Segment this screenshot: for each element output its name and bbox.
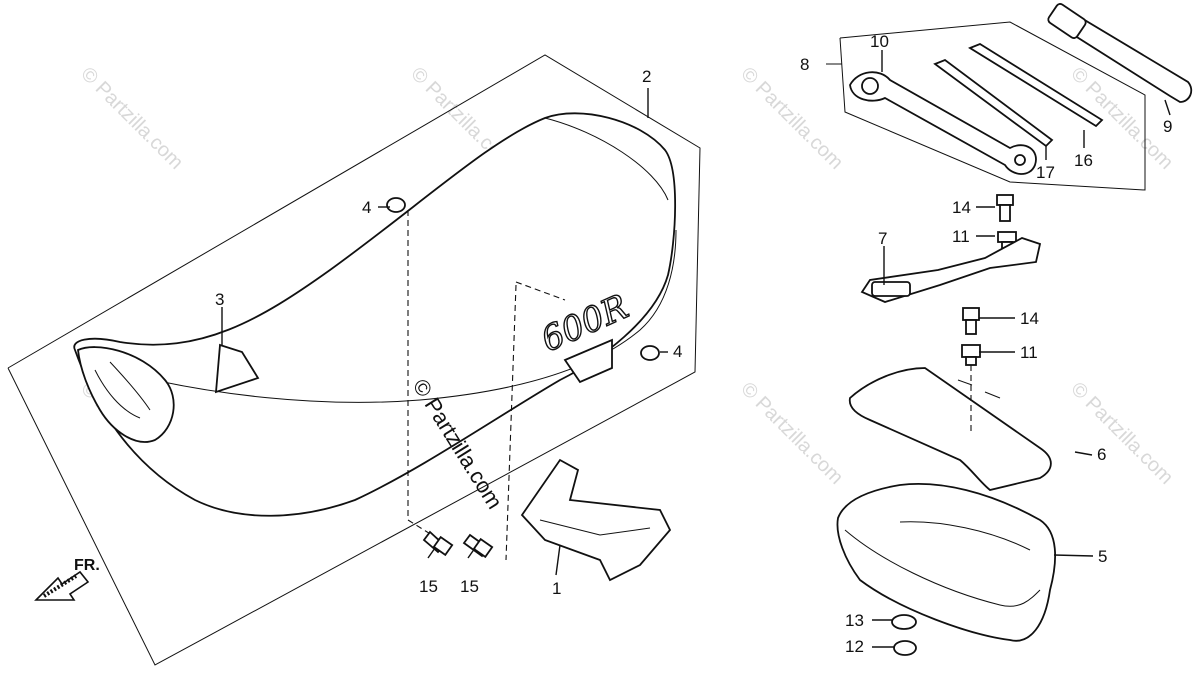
- callout-14: 14: [952, 198, 971, 217]
- watermark-text: © Partzilla.com: [736, 63, 847, 174]
- callout-14: 14: [1020, 309, 1039, 328]
- callout-4: 4: [673, 342, 682, 361]
- callout-13: 13: [845, 611, 864, 630]
- callout-15: 15: [460, 577, 479, 596]
- callout-2: 2: [642, 67, 651, 86]
- watermark-text: © Partzilla.com: [1066, 378, 1177, 489]
- seat-bracket-part-1: [520, 458, 672, 582]
- bolt-part-14-upper: [996, 194, 1014, 222]
- callout-12: 12: [845, 637, 864, 656]
- socket-wrench-part-9: [1047, 3, 1193, 103]
- callout-11: 11: [1020, 343, 1038, 362]
- callout-11: 11: [952, 227, 970, 246]
- tool-bag-part-5: [836, 482, 1056, 642]
- watermark-text: © Partzilla.com: [736, 378, 847, 489]
- callout-16: 16: [1074, 151, 1093, 170]
- callout-numbers: 1 2 3 4 4 5 6 7 8 9 10 11 11 12 13 14 14…: [215, 32, 1172, 656]
- callout-10: 10: [870, 32, 889, 51]
- callout-9: 9: [1163, 117, 1172, 136]
- screwdriver-part-16: [968, 42, 1104, 128]
- wrench-part-10: [849, 71, 1037, 175]
- front-direction-label: FR.: [74, 557, 100, 574]
- callout-17: 17: [1036, 163, 1055, 182]
- callout-3: 3: [215, 290, 224, 309]
- tool-tray-plate-part-6: [848, 365, 1052, 491]
- watermark-text: © Partzilla.com: [76, 63, 187, 174]
- nut-part-12: [893, 640, 917, 656]
- callout-4: 4: [362, 198, 371, 217]
- callout-5: 5: [1098, 547, 1107, 566]
- bolt-part-15: [422, 530, 494, 559]
- tool-kit-frame: [826, 21, 1146, 191]
- screwdriver-part-17: [933, 58, 1054, 148]
- leader-lines: [221, 50, 1171, 648]
- callout-8: 8: [800, 55, 809, 74]
- bolt-part-14-lower: [962, 307, 980, 335]
- seat-assembly: 600R: [73, 112, 677, 517]
- spacer-collar-part-4: [386, 197, 660, 361]
- washer-part-13: [891, 614, 917, 630]
- callout-7: 7: [878, 229, 887, 248]
- seat-group-frame: [7, 54, 701, 666]
- tool-strap-part-7: [860, 237, 1042, 303]
- callout-6: 6: [1097, 445, 1106, 464]
- callout-1: 1: [552, 579, 561, 598]
- callout-15: 15: [419, 577, 438, 596]
- front-direction-arrow: FR.: [34, 557, 100, 601]
- collar-part-11-lower: [961, 344, 981, 366]
